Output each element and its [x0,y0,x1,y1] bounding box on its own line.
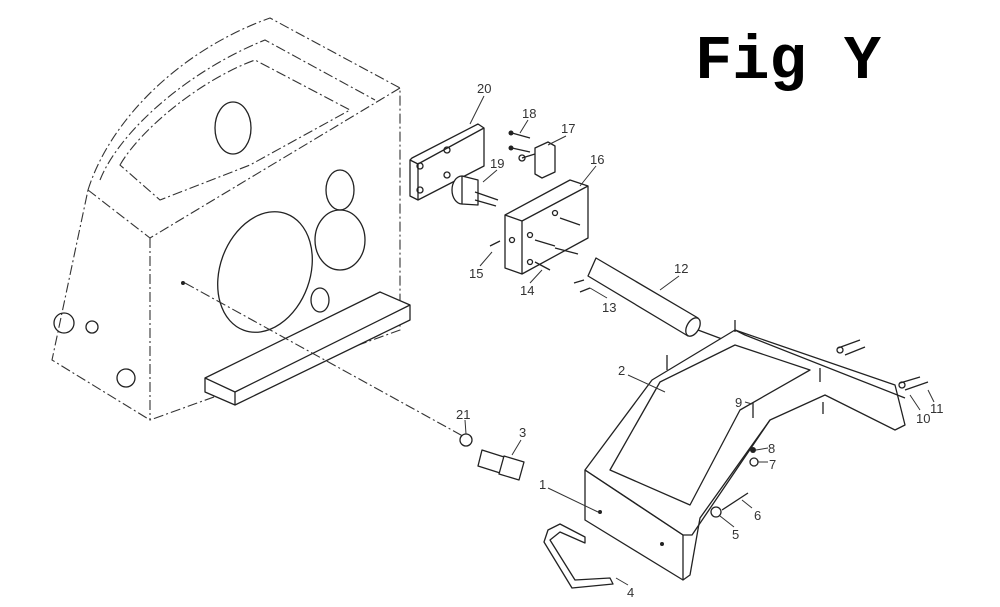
part-label: 20 [477,81,491,96]
leader-lines [464,95,935,586]
part-label: 7 [769,457,776,472]
part-label: 9 [735,395,742,410]
part-label: 1 [539,477,546,492]
part-label: 16 [590,152,604,167]
part-label: 3 [519,425,526,440]
part-label: 10 [916,411,930,426]
part-label: 15 [469,266,483,281]
part-label: 14 [520,283,534,298]
part-label: 18 [522,106,536,121]
part-label: 2 [618,363,625,378]
part-1-2-guard [543,320,929,589]
part-label: 6 [754,508,761,523]
part-21-3-pin [459,433,525,481]
gearbox-housing [51,17,411,421]
part-label: 21 [456,407,470,422]
part-20-plate [409,123,485,201]
part-label: 12 [674,261,688,276]
part-label: 5 [732,527,739,542]
part-19-shaft [451,175,499,207]
part-labels: 20 18 17 19 16 15 14 13 12 2 9 8 7 10 11… [456,81,944,600]
part-label: 13 [602,300,616,315]
part-label: 19 [490,156,504,171]
part-label: 8 [768,441,775,456]
part-label: 4 [627,585,634,600]
figure-title: Fig Y [695,26,882,97]
part-label: 11 [930,401,944,416]
part-16-block [489,179,589,275]
part-17-18-block-bolts [508,130,556,179]
part-12-rod [573,257,731,343]
part-label: 17 [561,121,575,136]
